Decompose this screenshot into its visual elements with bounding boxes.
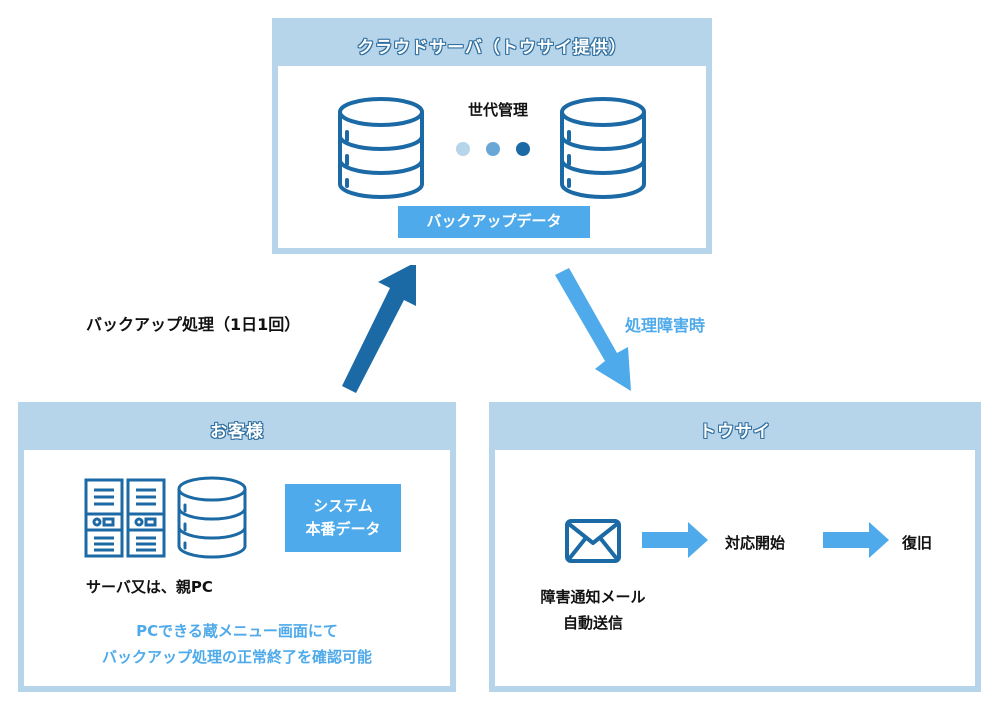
failure-arrow-icon bbox=[555, 268, 631, 391]
system-data-label-line2: 本番データ bbox=[305, 520, 381, 538]
system-data-label-line1: システム bbox=[313, 496, 373, 515]
note-line2: バックアップ処理の正常終了を確認可能 bbox=[101, 648, 372, 667]
arrow-right-icon bbox=[642, 522, 708, 558]
backup-data-badge: バックアップデータ bbox=[398, 206, 590, 238]
database-icon bbox=[560, 97, 646, 199]
device-label: サーバ又は、親PC bbox=[86, 578, 213, 596]
generation-dot-1 bbox=[456, 142, 470, 156]
mail-label-line2: 自動送信 bbox=[562, 614, 623, 633]
generation-dot-2 bbox=[486, 142, 500, 156]
response-start-label: 対応開始 bbox=[725, 534, 786, 552]
tousai-panel: トウサイ 障害通知メール 自動送信 対応開始 復旧 bbox=[489, 402, 981, 692]
mail-icon bbox=[565, 519, 621, 563]
cloud-server-title: クラウドサーバ（トウサイ提供） bbox=[278, 24, 706, 66]
database-icon bbox=[338, 97, 424, 199]
database-icon bbox=[177, 476, 247, 559]
tousai-title: トウサイ bbox=[495, 408, 975, 450]
backup-arrow-icon bbox=[342, 265, 416, 393]
confirmation-note: PCできる蔵メニュー画面にて バックアップ処理の正常終了を確認可能 bbox=[24, 618, 450, 671]
failure-notification-label: 障害通知メール 自動送信 bbox=[515, 584, 671, 637]
cloud-server-panel: クラウドサーバ（トウサイ提供） 世代管理 バックアップデータ bbox=[272, 18, 712, 254]
mail-label-line1: 障害通知メール bbox=[540, 588, 646, 606]
server-rack-icon bbox=[84, 478, 166, 558]
generation-dot-3 bbox=[516, 142, 530, 156]
backup-process-label: バックアップ処理（1日1回） bbox=[86, 315, 301, 334]
generation-management-label: 世代管理 bbox=[467, 101, 528, 119]
recovery-label: 復旧 bbox=[902, 534, 933, 552]
failure-label: 処理障害時 bbox=[625, 316, 706, 335]
system-production-data-badge: システム 本番データ bbox=[285, 484, 401, 552]
customer-panel: お客様 システム 本番データ bbox=[18, 402, 456, 692]
arrow-right-icon bbox=[823, 522, 889, 558]
customer-title: お客様 bbox=[24, 408, 450, 450]
note-line1: PCできる蔵メニュー画面にて bbox=[136, 622, 338, 640]
